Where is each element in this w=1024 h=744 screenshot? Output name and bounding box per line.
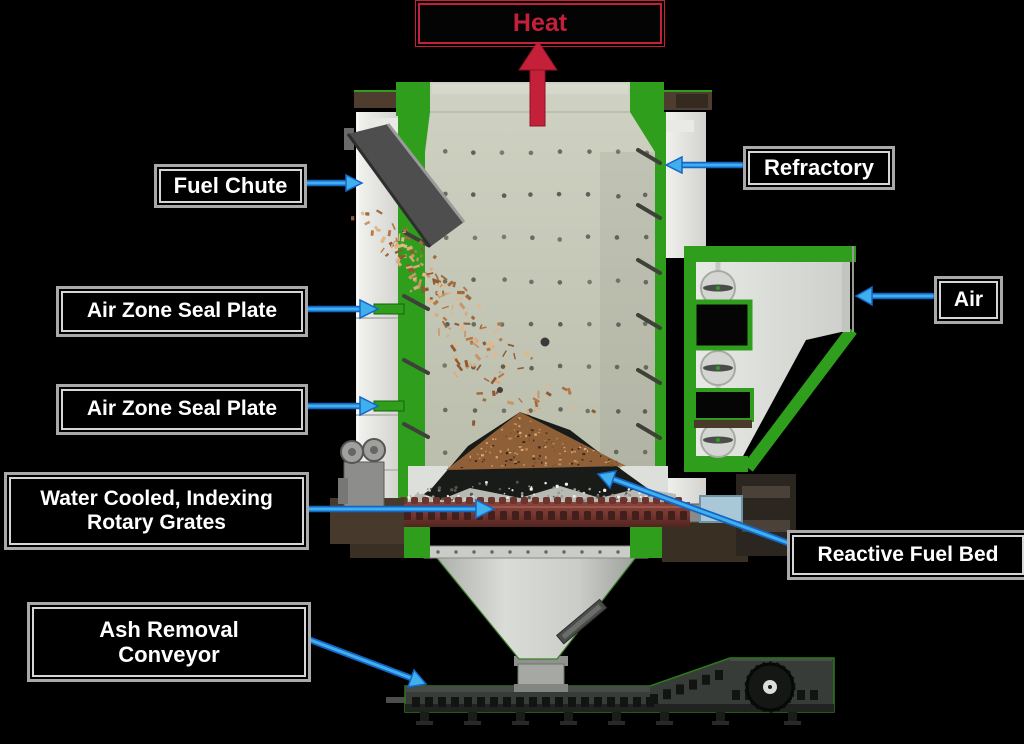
ash-conveyor-label-line1: Ash Removal: [99, 616, 239, 642]
drive-pipe-left: [338, 478, 348, 504]
conveyor-bottom-rail: [405, 704, 834, 712]
hopper-cone: [430, 551, 642, 660]
fuel-bed-texture: [460, 415, 622, 469]
air-zone-seal-plate-lower-text: Air Zone Seal Plate: [86, 397, 278, 421]
fuel-chute-label-text: Fuel Chute: [173, 173, 288, 199]
water-coupling: [699, 495, 743, 523]
air-arrow: [854, 285, 936, 307]
fuel-chute-arrow: [299, 173, 364, 193]
chute-bottom-edge: [346, 133, 432, 248]
ash-conveyor-label-line2: Conveyor: [118, 642, 220, 667]
air-zone-seal-plate-upper-text: Air Zone Seal Plate: [86, 299, 278, 323]
damper-valve-3: [700, 422, 736, 458]
damper-valve-2: [700, 350, 736, 386]
conveyor-feet: [416, 712, 801, 725]
air-zone-opening-upper: [691, 299, 753, 351]
neck-wall-right: [628, 82, 664, 116]
seal-plate-lower-arrow: [300, 395, 380, 417]
heat-label: Heat: [415, 0, 665, 47]
ash-removal-conveyor: [386, 657, 835, 725]
wood-chip-stream: [350, 209, 597, 468]
outlet-flange-bottom: [514, 684, 568, 692]
chute-bracket: [344, 128, 354, 150]
refractory-label-text: Refractory: [763, 155, 875, 181]
damper-valve-1: [700, 270, 736, 306]
air-label: Air: [934, 276, 1003, 324]
tuyere-holes: [442, 149, 650, 456]
hopper-brace: [555, 598, 608, 645]
base-support-right: [662, 522, 748, 562]
seal-plate-upper-arrow: [300, 298, 380, 320]
drive-body-left: [343, 461, 385, 511]
reactive-fuel-bed-arrow: [596, 470, 806, 552]
drive-roller-2-hub: [370, 446, 378, 454]
refractory-shade: [600, 152, 655, 468]
air-zone-seal-plate-upper-label: Air Zone Seal Plate: [56, 286, 308, 337]
rotary-grates-label-line2: Rotary Grates: [87, 511, 226, 534]
rotary-grates-label: Water Cooled, Indexing Rotary Grates: [4, 472, 309, 550]
chute-body: [348, 124, 464, 247]
plenum-diagonal-band: [743, 326, 857, 472]
reactive-fuel-bed-label-text: Reactive Fuel Bed: [817, 542, 999, 566]
plenum-top-band: [684, 246, 856, 262]
drive-roller-1-hub: [348, 448, 356, 456]
gearbox-plate-1: [742, 486, 790, 498]
opening-lower-lip: [694, 420, 752, 428]
fuel-chute-duct: [344, 123, 466, 248]
sprocket-axle: [768, 685, 772, 689]
outer-jacket-right-upper: [662, 112, 706, 258]
ash-conveyor-arrow: [301, 634, 428, 688]
air-plenum: [684, 246, 857, 472]
hopper-flange-bolts: [436, 550, 620, 554]
grate-drive-left: [330, 438, 404, 544]
hopper-outlet: [517, 663, 565, 687]
plenum-left-band: [684, 246, 696, 472]
outlet-flange-top: [514, 656, 568, 666]
neck-wall-left: [396, 82, 432, 116]
wall-anchors: [402, 148, 662, 440]
ash-hopper: [423, 545, 649, 692]
plenum-bottom-band: [684, 456, 748, 472]
ash-conveyor-label: Ash Removal Conveyor: [27, 602, 311, 682]
refractory-face: [425, 82, 655, 468]
heat-label-text: Heat: [512, 9, 568, 37]
conveyor-takeup-shaft: [386, 697, 408, 703]
roof-beam-right-dark: [676, 94, 708, 108]
air-label-text: Air: [953, 287, 984, 311]
refractory-arrow: [664, 155, 745, 175]
sprocket-teeth: [744, 661, 796, 713]
rotary-grates-arrow: [301, 498, 496, 520]
air-inlet-duct-wall: [842, 262, 850, 332]
fuel-chute-label: Fuel Chute: [154, 164, 307, 208]
roof-beam-left: [354, 92, 402, 108]
air-zone-opening-lower: [692, 388, 754, 422]
fresh-fuel-layer: [446, 412, 626, 470]
leader-arrows: [299, 155, 936, 688]
grate-teeth: [400, 497, 682, 504]
refractory-label: Refractory: [743, 146, 895, 190]
reactive-fuel-bed-label: Reactive Fuel Bed: [787, 530, 1024, 580]
air-zone-seal-plate-lower-label: Air Zone Seal Plate: [56, 384, 308, 435]
chute-top-edge: [386, 123, 466, 223]
heat-arrow: [518, 40, 558, 127]
rotary-grates-label-line1: Water Cooled, Indexing: [40, 486, 273, 510]
